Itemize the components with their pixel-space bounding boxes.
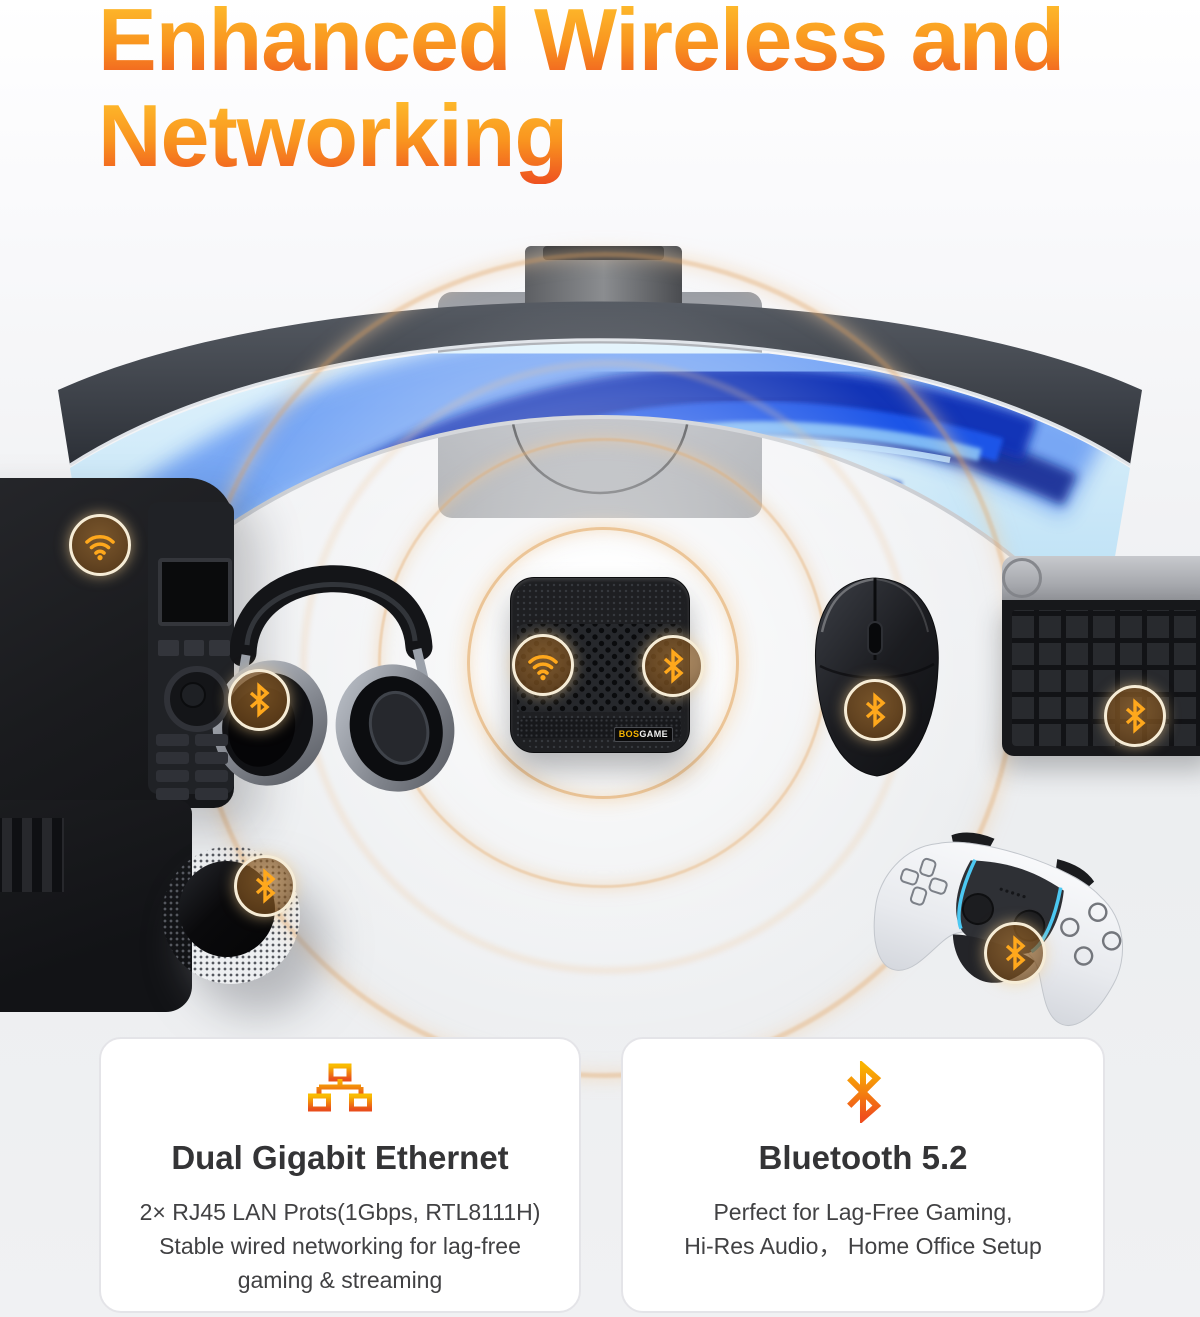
mini-pc-logo: BOSGAME xyxy=(613,727,673,742)
title-line-1: Enhanced Wireless and xyxy=(98,0,1065,88)
bluetooth-icon xyxy=(865,692,886,728)
card-line: 2× RJ45 LAN Prots(1Gbps, RTL8111H) xyxy=(139,1199,541,1225)
card-line: Hi-Res Audio， Home Office Setup xyxy=(684,1233,1042,1259)
feature-card-bluetooth: Bluetooth 5.2 Perfect for Lag-Free Gamin… xyxy=(621,1037,1105,1313)
mouse-scroll-wheel xyxy=(867,621,883,655)
page-title: Enhanced Wireless and Networking xyxy=(98,0,1065,184)
bluetooth-icon xyxy=(249,682,270,718)
bluetooth-icon xyxy=(255,868,276,904)
card-body: Perfect for Lag-Free Gaming, Hi-Res Audi… xyxy=(623,1195,1103,1263)
title-line-2: Networking xyxy=(98,88,1064,184)
bluetooth-badge-minipc xyxy=(642,635,704,697)
logo-accent: BOS xyxy=(618,729,640,739)
printer-dial xyxy=(164,666,230,732)
headphone-right-earcup xyxy=(335,664,455,792)
card-line: Perfect for Lag-Free Gaming, xyxy=(713,1199,1013,1225)
wifi-icon xyxy=(85,534,115,561)
keyboard-dial xyxy=(1002,558,1042,598)
controller-face-buttons xyxy=(1060,902,1122,966)
wireless-headphones xyxy=(212,565,455,792)
wireless-keyboard xyxy=(1002,556,1200,756)
ethernet-icon xyxy=(101,1061,579,1123)
printer-screen xyxy=(158,558,232,626)
wifi-icon xyxy=(528,654,558,681)
wifi-badge-minipc xyxy=(512,634,574,696)
bluetooth-badge-headphones xyxy=(228,669,290,731)
bluetooth-icon xyxy=(663,648,684,684)
card-line: Stable wired networking for lag-free xyxy=(159,1233,521,1259)
wifi-badge-printer xyxy=(69,514,131,576)
card-body: 2× RJ45 LAN Prots(1Gbps, RTL8111H) Stabl… xyxy=(101,1195,579,1297)
bluetooth-icon xyxy=(1005,935,1026,971)
printer-buttons xyxy=(158,640,231,656)
bluetooth-badge-mouse xyxy=(844,679,906,741)
printer-output-slots xyxy=(0,818,64,892)
logo-rest: GAME xyxy=(639,729,668,739)
bluetooth-badge-controller xyxy=(984,922,1046,984)
bluetooth-icon xyxy=(623,1061,1103,1123)
bluetooth-badge-keyboard xyxy=(1104,685,1166,747)
gaming-mouse xyxy=(814,577,939,777)
bluetooth-icon xyxy=(1125,698,1146,734)
keyboard-deck xyxy=(1002,600,1200,756)
card-line: gaming & streaming xyxy=(237,1267,443,1293)
printer-keypad xyxy=(156,734,228,800)
card-title: Dual Gigabit Ethernet xyxy=(171,1139,509,1176)
feature-card-ethernet: Dual Gigabit Ethernet 2× RJ45 LAN Prots(… xyxy=(99,1037,581,1313)
card-title: Bluetooth 5.2 xyxy=(758,1139,968,1176)
bluetooth-badge-speaker xyxy=(234,855,296,917)
